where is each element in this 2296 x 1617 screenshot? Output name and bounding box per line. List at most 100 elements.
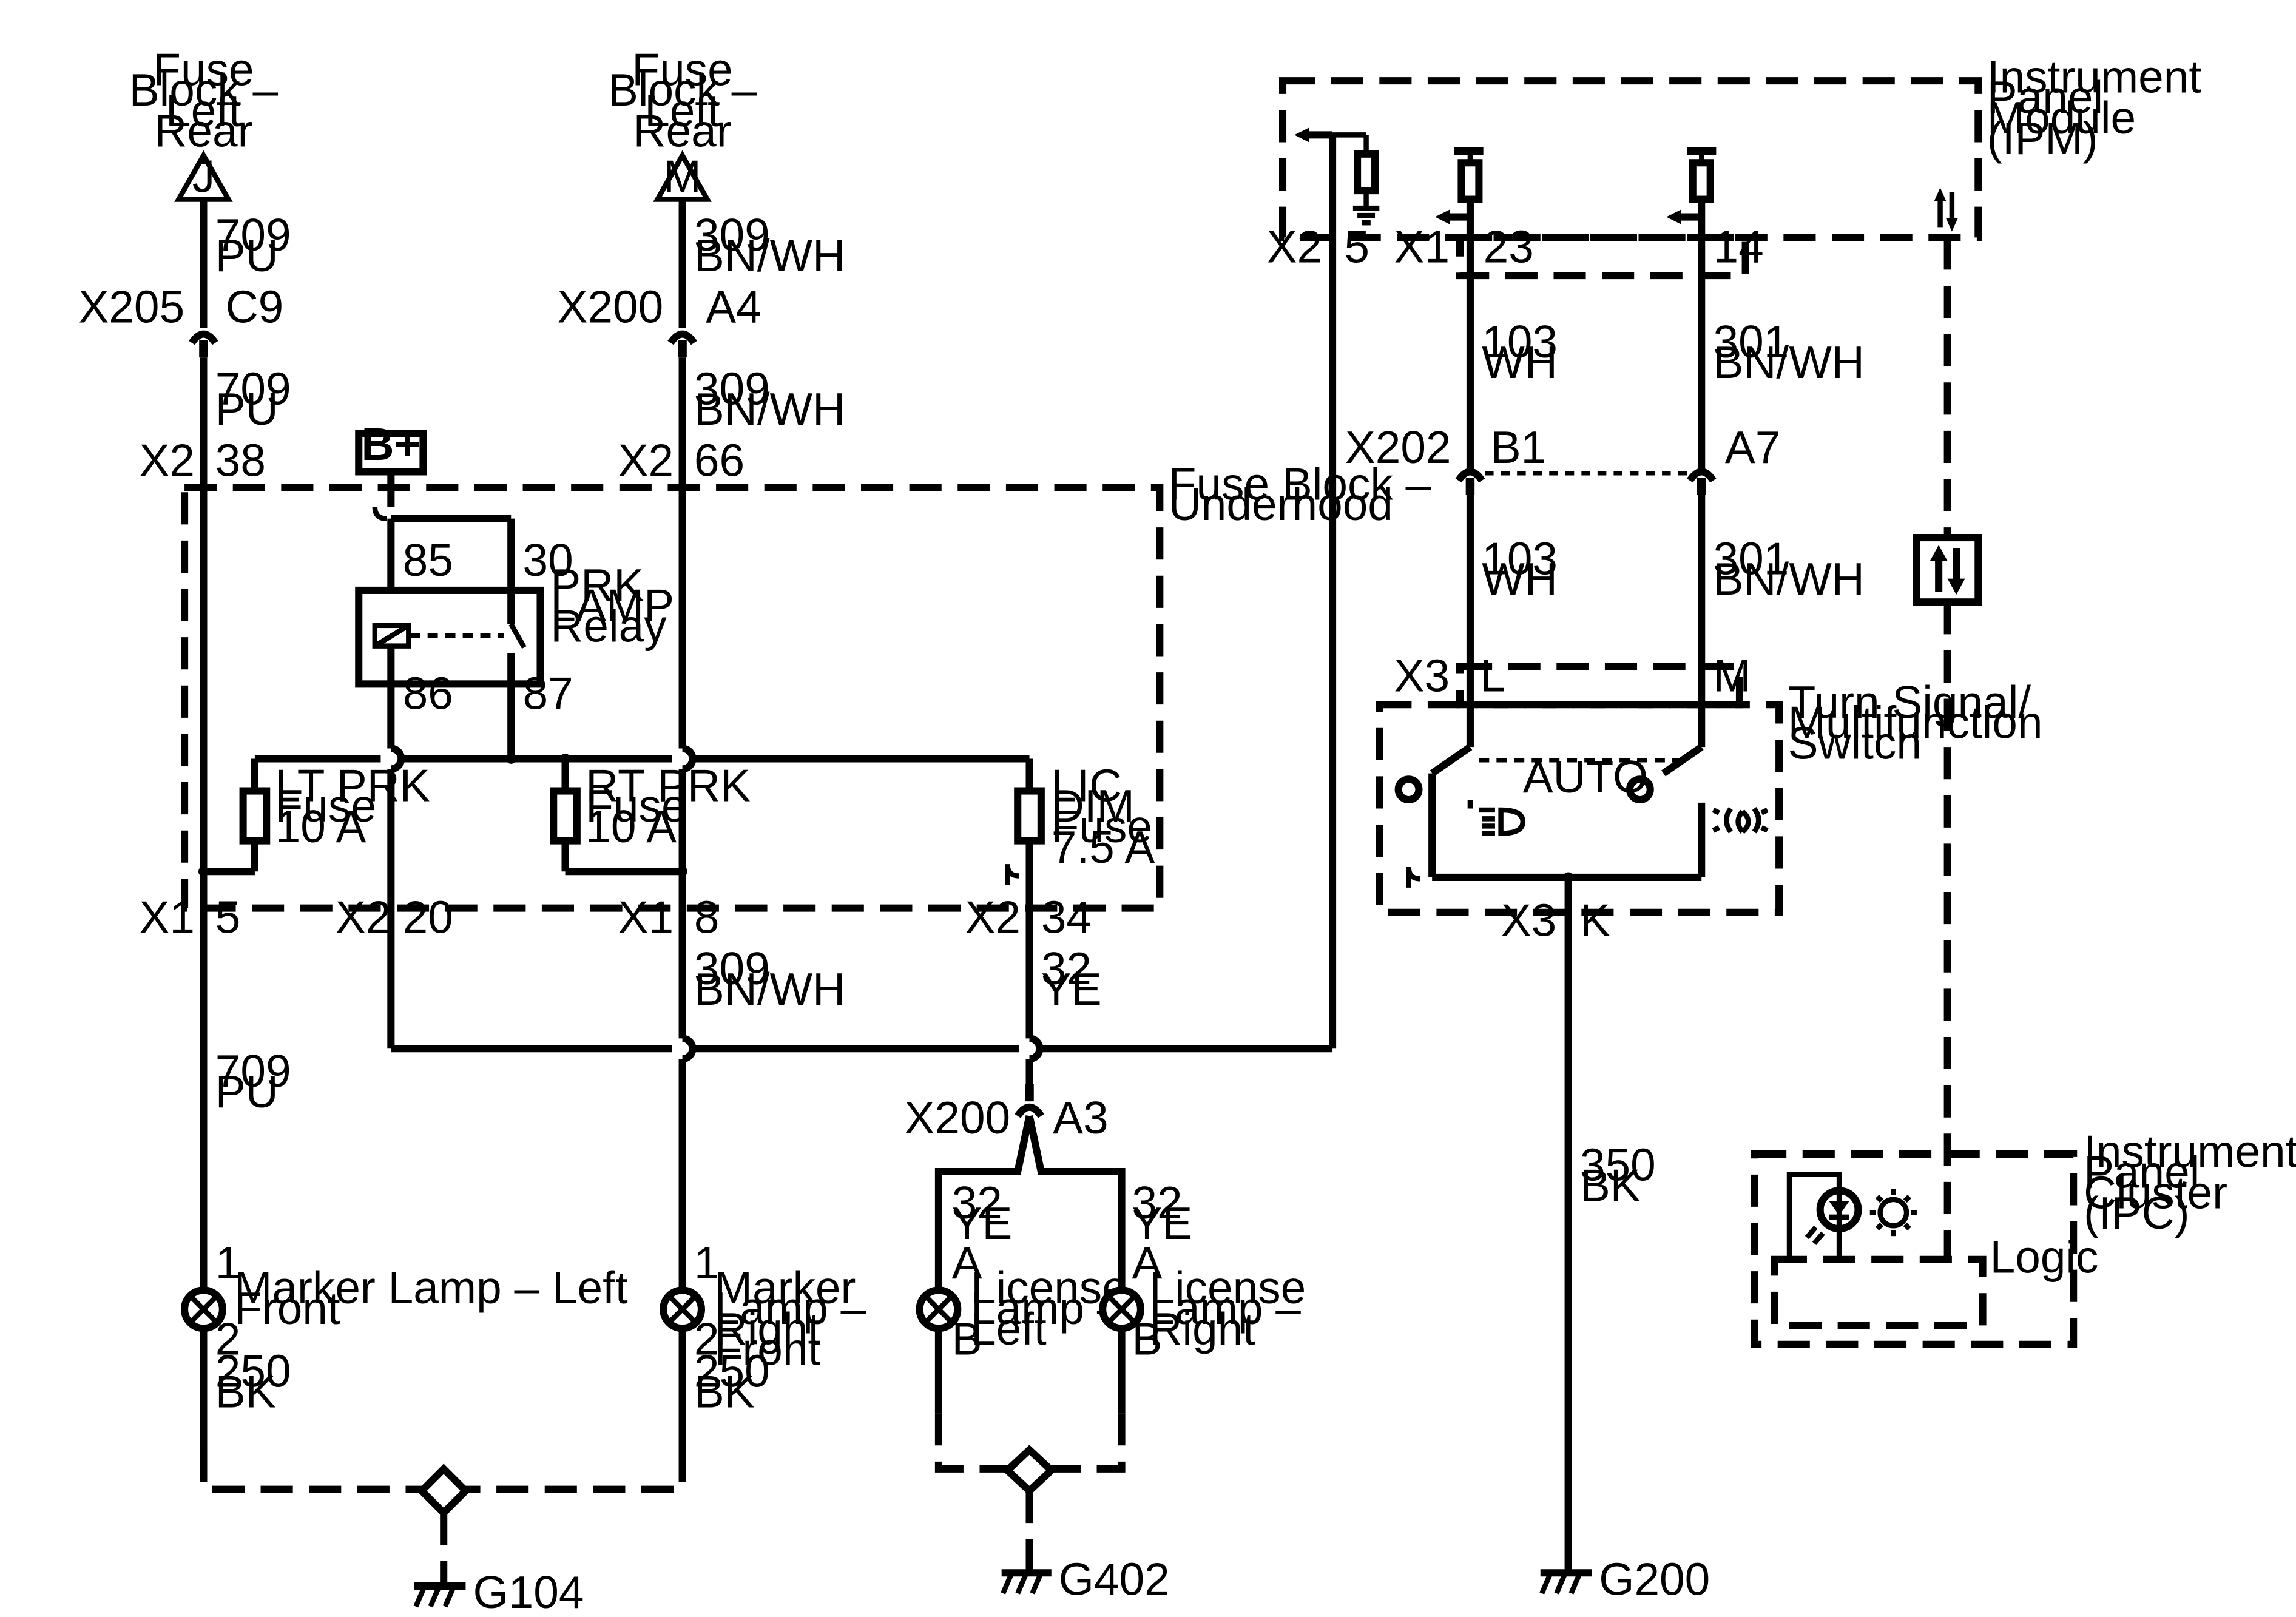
connector-x205-c9 — [189, 330, 218, 345]
wire-250a-num: 250 — [215, 1346, 291, 1397]
connector-x202-a7 — [1686, 468, 1717, 483]
wire-301a-num: 301 — [1714, 316, 1789, 367]
ipm-ground-icon — [1352, 205, 1380, 226]
ipc-label-3: Cluster — [2084, 1167, 2227, 1218]
connector-x205-label: X205 — [78, 281, 184, 332]
relay-pin-87: 87 — [523, 667, 573, 718]
ipm-pullup-23-resistor — [1457, 159, 1483, 203]
ipm-23-arrow — [1435, 209, 1450, 224]
connector-x200-a4-pin — [678, 340, 687, 358]
connector-x200-a3 — [1015, 1103, 1044, 1118]
relay-pin-86: 86 — [403, 667, 453, 718]
ipm-pulldown-resistor — [1354, 150, 1379, 195]
wire-301a-color: BN/WH — [1714, 337, 1865, 388]
conn-x1-8-label: X1 — [618, 892, 674, 943]
wire-709b-color: PU — [215, 383, 279, 434]
wire-32-left — [934, 1115, 1033, 1291]
marker-lamp-right-x2 — [667, 1294, 698, 1325]
ground-g402-icon — [1001, 1569, 1052, 1595]
marker-left-pin-bot: 2 — [215, 1314, 241, 1365]
ground-g104-label: G104 — [473, 1567, 584, 1617]
ipc-label-1: Instrument — [2084, 1126, 2296, 1177]
marker-right-label-2: Lamp – — [715, 1283, 866, 1334]
wire-301b-color: BN/WH — [1714, 553, 1865, 604]
wire-32c-num: 32 — [1132, 1177, 1182, 1228]
dim-bus-hop — [1028, 1035, 1044, 1063]
switch-label-2: Multifunction — [1788, 697, 2043, 748]
ipm-pullup-14-resistor — [1689, 159, 1714, 203]
ipm-x1-label: X1 — [1394, 221, 1450, 272]
marker-right-pin-bot: 2 — [694, 1314, 720, 1365]
source-mid-label-4: Rear — [633, 106, 732, 157]
license-right-label-2: Lamp – — [1149, 1283, 1301, 1334]
switch-pin-l-label: L — [1481, 650, 1506, 701]
ipc-label-4: (IPC) — [2084, 1187, 2190, 1238]
conn-x2-38-label: X2 — [139, 435, 195, 486]
g104-dashed-right — [465, 1450, 686, 1493]
connector-a3-label: A3 — [1053, 1092, 1109, 1143]
wire-709b-num: 709 — [215, 363, 291, 414]
source-left-label-3: Left — [166, 85, 241, 136]
connector-x200-a4 — [667, 330, 697, 345]
wire-301b-num: 301 — [1714, 533, 1789, 584]
conn-34-label: 34 — [1041, 892, 1092, 943]
connector-c9-label: C9 — [226, 281, 284, 332]
ipc-logic-block — [1771, 1255, 1987, 1329]
conn-8-label: 8 — [694, 892, 720, 943]
relay-pin-85: 85 — [403, 535, 453, 586]
wire-709c-color: PU — [215, 1066, 279, 1117]
ipc-label-2: Panel — [2084, 1147, 2200, 1198]
license-right-pin-bot: B — [1132, 1314, 1162, 1365]
license-left-label-2: Lamp – — [971, 1283, 1123, 1334]
license-right-label-3: Right — [1149, 1303, 1255, 1354]
source-mid-letter: M — [663, 151, 701, 202]
ipm-label-1: Instrument — [1987, 51, 2202, 102]
fuse-block-label-1: Fuse Block – — [1169, 458, 1431, 509]
g402-dashed-right — [1051, 1413, 1126, 1473]
lic-dim-fuse-label-2: DIM — [1052, 780, 1135, 831]
switch-label-1: Turn Signal/ — [1788, 677, 2031, 727]
g402-splice-diamond — [1002, 1445, 1057, 1496]
connector-a7-label: A7 — [1725, 422, 1781, 473]
bplus-label: B+ — [361, 419, 420, 470]
ipm-14-arrow — [1666, 209, 1681, 224]
source-left-label-2: Block – — [129, 64, 279, 115]
license-left-pin-bot: B — [952, 1314, 982, 1365]
conn-k-label: K — [1580, 894, 1610, 945]
g402-dashed-left — [934, 1413, 1008, 1473]
rt-prk-fuse-label-1: RT PRK — [586, 760, 751, 811]
conn-38-label: 38 — [215, 435, 266, 486]
bplus-connector — [372, 507, 387, 521]
g104-dashed-left — [200, 1450, 422, 1493]
g104-splice-diamond — [416, 1463, 471, 1518]
switch-contact-right-open — [1626, 775, 1654, 804]
ipm-input-arrow — [1294, 127, 1309, 143]
ipm-x1-connector — [1456, 234, 1749, 280]
ground-g200-icon — [1539, 1569, 1592, 1595]
serial-data-arrows-icon — [1930, 545, 1965, 595]
relay-label-1: PRK — [550, 559, 644, 610]
connector-x200-a3-pin — [1025, 1084, 1034, 1102]
relay-switch-blade — [508, 623, 527, 649]
wire-103b-num: 103 — [1482, 533, 1558, 584]
wire-709a-color: PU — [215, 230, 279, 281]
conn-x2-20-label: X2 — [336, 892, 391, 943]
marker-left-label-2: Front — [234, 1283, 340, 1334]
wire-309-hop2 — [682, 1035, 697, 1063]
ground-g200-label: G200 — [1599, 1553, 1710, 1604]
wire-32c-color: YE — [1132, 1198, 1192, 1249]
conn-x3b-label: X3 — [1501, 894, 1557, 945]
ipm-label-2: Panel — [1987, 72, 2103, 123]
ipc-outline — [1751, 1150, 2078, 1348]
lic-dim-fuse-label-4: 7.5 A — [1052, 822, 1155, 873]
ground-g402-label: G402 — [1059, 1553, 1170, 1604]
wire-309c-num: 309 — [694, 943, 770, 994]
license-lamp-left-x2 — [923, 1294, 954, 1325]
license-left-label-3: Left — [971, 1303, 1047, 1354]
switch-auto-label: AUTO — [1523, 751, 1648, 802]
lt-prk-junction — [198, 866, 209, 877]
connector-x202-a7-pin — [1697, 478, 1706, 496]
wire-309b-num: 309 — [694, 363, 770, 414]
ipm-pin14-label: 14 — [1714, 221, 1764, 272]
